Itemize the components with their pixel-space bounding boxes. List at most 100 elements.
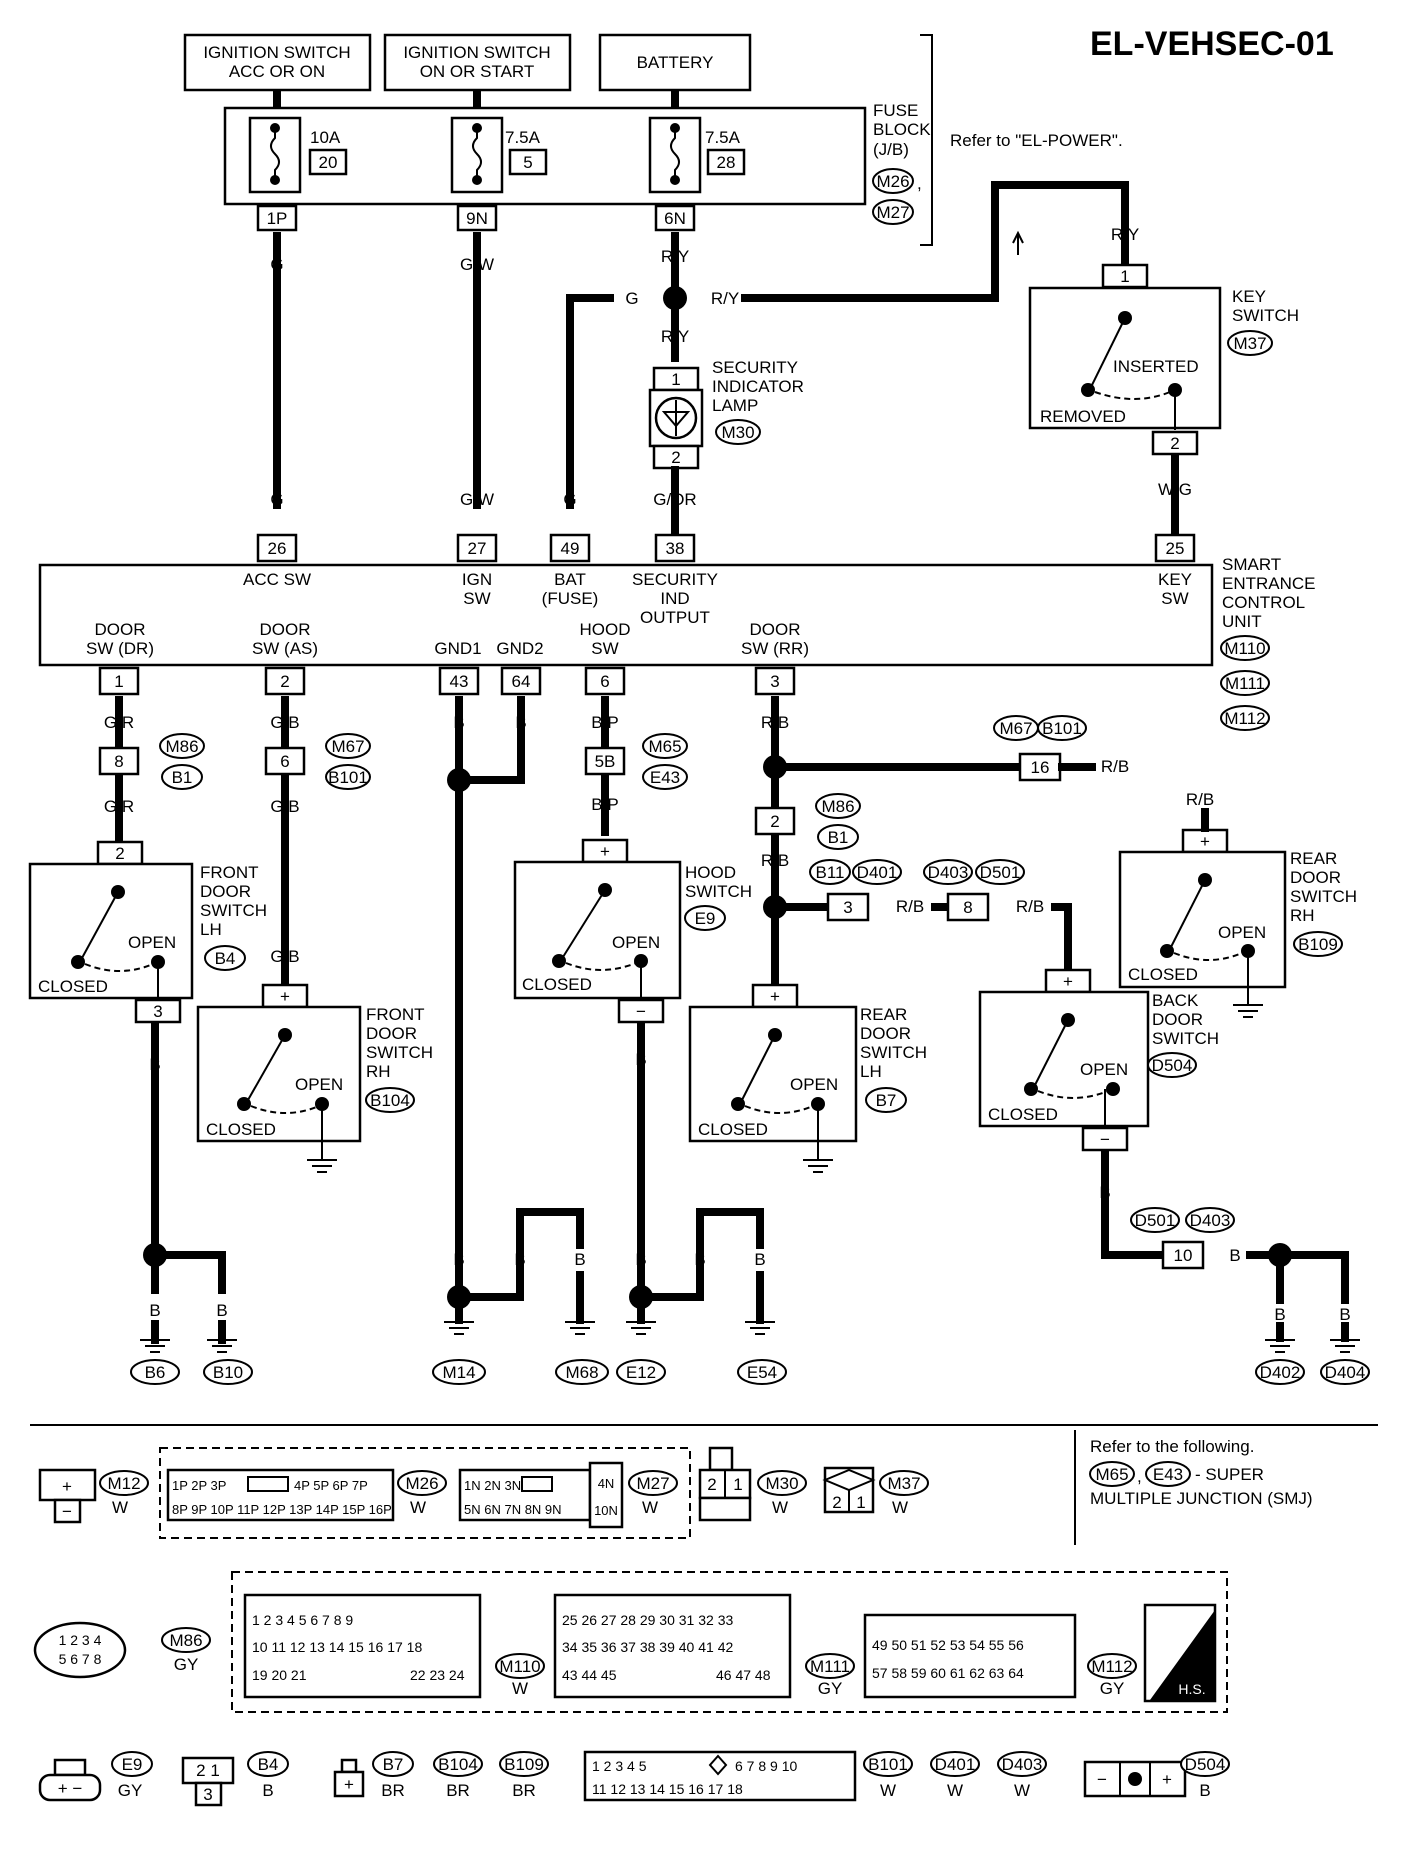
svg-text:CLOSED: CLOSED [522, 975, 592, 994]
svg-text:38: 38 [666, 539, 685, 558]
svg-text:B: B [694, 1250, 705, 1269]
svg-text:B1: B1 [828, 828, 849, 847]
svg-text:R/Y: R/Y [661, 327, 689, 346]
svg-text:CONTROL: CONTROL [1222, 593, 1305, 612]
svg-text:M65: M65 [1095, 1465, 1128, 1484]
connector-b7-b104-b109: + B7 BR B104 BR B109 BR [333, 1751, 549, 1800]
svg-text:B/P: B/P [591, 795, 618, 814]
svg-text:GY: GY [1100, 1679, 1125, 1698]
svg-text:OPEN: OPEN [612, 933, 660, 952]
svg-text:D403: D403 [1002, 1755, 1043, 1774]
connector-m111: 25 26 27 28 29 30 31 32 33 34 35 36 37 3… [553, 1593, 855, 1699]
svg-text:SWITCH: SWITCH [685, 882, 752, 901]
fuse-20: 10A 20 [248, 116, 348, 194]
svg-text:M67: M67 [999, 719, 1032, 738]
svg-text:LH: LH [200, 920, 222, 939]
svg-text:20: 20 [319, 153, 338, 172]
svg-text:W: W [772, 1498, 788, 1517]
svg-text:SW: SW [591, 639, 618, 658]
svg-text:16: 16 [1031, 758, 1050, 777]
svg-text:B101: B101 [868, 1755, 908, 1774]
svg-text:B109: B109 [504, 1755, 544, 1774]
hood-switch: + OPEN CLOSED − HOOD SWITCH E9 [513, 838, 752, 1024]
svg-text:LH: LH [860, 1062, 882, 1081]
svg-text:+: + [770, 987, 780, 1006]
svg-text:−: − [1097, 1770, 1107, 1789]
svg-text:KEY: KEY [1158, 570, 1192, 589]
svg-text:B: B [1339, 1305, 1350, 1324]
svg-text:−: − [1100, 1130, 1110, 1149]
svg-text:W: W [892, 1498, 908, 1517]
rear-door-switch-lh: + OPEN CLOSED REAR DOOR SWITCH LH B7 [688, 983, 927, 1173]
svg-text:57 58 59 60 61 62 63 64: 57 58 59 60 61 62 63 64 [872, 1665, 1024, 1681]
svg-text:M37: M37 [1233, 334, 1266, 353]
hs-icon: H.S. [1143, 1603, 1217, 1703]
svg-text:26: 26 [268, 539, 287, 558]
svg-text:43 44 45: 43 44 45 [562, 1667, 617, 1683]
svg-text:M30: M30 [721, 423, 754, 442]
svg-text:3: 3 [153, 1002, 162, 1021]
svg-text:64: 64 [512, 672, 531, 691]
svg-text:B: B [1099, 1183, 1110, 1202]
svg-text:1 2 3 4 5: 1 2 3 4 5 [592, 1758, 647, 1774]
svg-text:2: 2 [280, 672, 289, 691]
svg-text:G: G [270, 255, 283, 274]
svg-text:1 2 3 4: 1 2 3 4 [59, 1632, 102, 1648]
svg-text:SW (RR): SW (RR) [741, 639, 809, 658]
svg-text:BR: BR [512, 1781, 536, 1800]
svg-text:BR: BR [381, 1781, 405, 1800]
ignition-acc-box: IGNITION SWITCH ACC OR ON [183, 33, 372, 92]
svg-text:Refer to the following.: Refer to the following. [1090, 1437, 1254, 1456]
svg-text:SWITCH: SWITCH [1232, 306, 1299, 325]
svg-text:6 7 8 9 10: 6 7 8 9 10 [735, 1758, 797, 1774]
svg-text:HOOD: HOOD [685, 863, 736, 882]
fuse-block: 10A 20 7.5A 5 7.5A 28 FUSE BLOCK (J/B) M… [223, 34, 1123, 246]
svg-text:DOOR: DOOR [95, 620, 146, 639]
fuse-5: 7.5A 5 [450, 116, 548, 194]
svg-text:B1: B1 [172, 768, 193, 787]
svg-text:B109: B109 [1298, 935, 1338, 954]
svg-text:GY: GY [174, 1655, 199, 1674]
svg-text:G: G [563, 490, 576, 509]
svg-text:25: 25 [1166, 539, 1185, 558]
svg-text:5: 5 [523, 153, 532, 172]
svg-text:M37: M37 [887, 1474, 920, 1493]
svg-text:OPEN: OPEN [295, 1075, 343, 1094]
svg-text:8P 9P 10P 11P 12P 13P 14P 15P: 8P 9P 10P 11P 12P 13P 14P 15P 16P [172, 1502, 392, 1517]
svg-text:R/Y: R/Y [661, 247, 689, 266]
svg-text:SW (AS): SW (AS) [252, 639, 318, 658]
svg-text:1: 1 [1120, 267, 1129, 286]
svg-text:9N: 9N [466, 209, 488, 228]
fuse-28: 7.5A 28 [648, 116, 746, 194]
svg-text:OPEN: OPEN [128, 933, 176, 952]
svg-text:GY: GY [818, 1679, 843, 1698]
key-switch: R/Y 1 INSERTED REMOVED 2 KEY SWITCH M37 [1028, 225, 1299, 456]
svg-text:B104: B104 [370, 1091, 410, 1110]
svg-text:8: 8 [114, 752, 123, 771]
svg-text:B: B [754, 1250, 765, 1269]
svg-text:8: 8 [963, 898, 972, 917]
svg-text:SWITCH: SWITCH [366, 1043, 433, 1062]
svg-text:B101: B101 [1042, 719, 1082, 738]
svg-text:G/B: G/B [270, 947, 299, 966]
svg-text:SWITCH: SWITCH [200, 901, 267, 920]
svg-text:BLOCK: BLOCK [873, 120, 931, 139]
svg-text:10: 10 [1174, 1246, 1193, 1265]
svg-text:M68: M68 [565, 1363, 598, 1382]
svg-text:CLOSED: CLOSED [1128, 965, 1198, 984]
svg-text:3: 3 [203, 1785, 212, 1804]
ground-d402: D402 [1255, 1339, 1305, 1385]
svg-text:M26: M26 [405, 1474, 438, 1493]
svg-text:2 1: 2 1 [196, 1761, 220, 1780]
connector-b4: 2 1 3 B4 B [181, 1751, 289, 1807]
svg-text:G/W: G/W [460, 490, 494, 509]
svg-text:2: 2 [770, 812, 779, 831]
svg-text:B: B [635, 1250, 646, 1269]
svg-text:W: W [512, 1679, 528, 1698]
svg-text:E9: E9 [122, 1755, 143, 1774]
svg-text:2: 2 [832, 1493, 841, 1512]
svg-text:R/Y: R/Y [711, 289, 739, 308]
svg-text:GND1: GND1 [434, 639, 481, 658]
svg-text:KEY: KEY [1232, 287, 1266, 306]
